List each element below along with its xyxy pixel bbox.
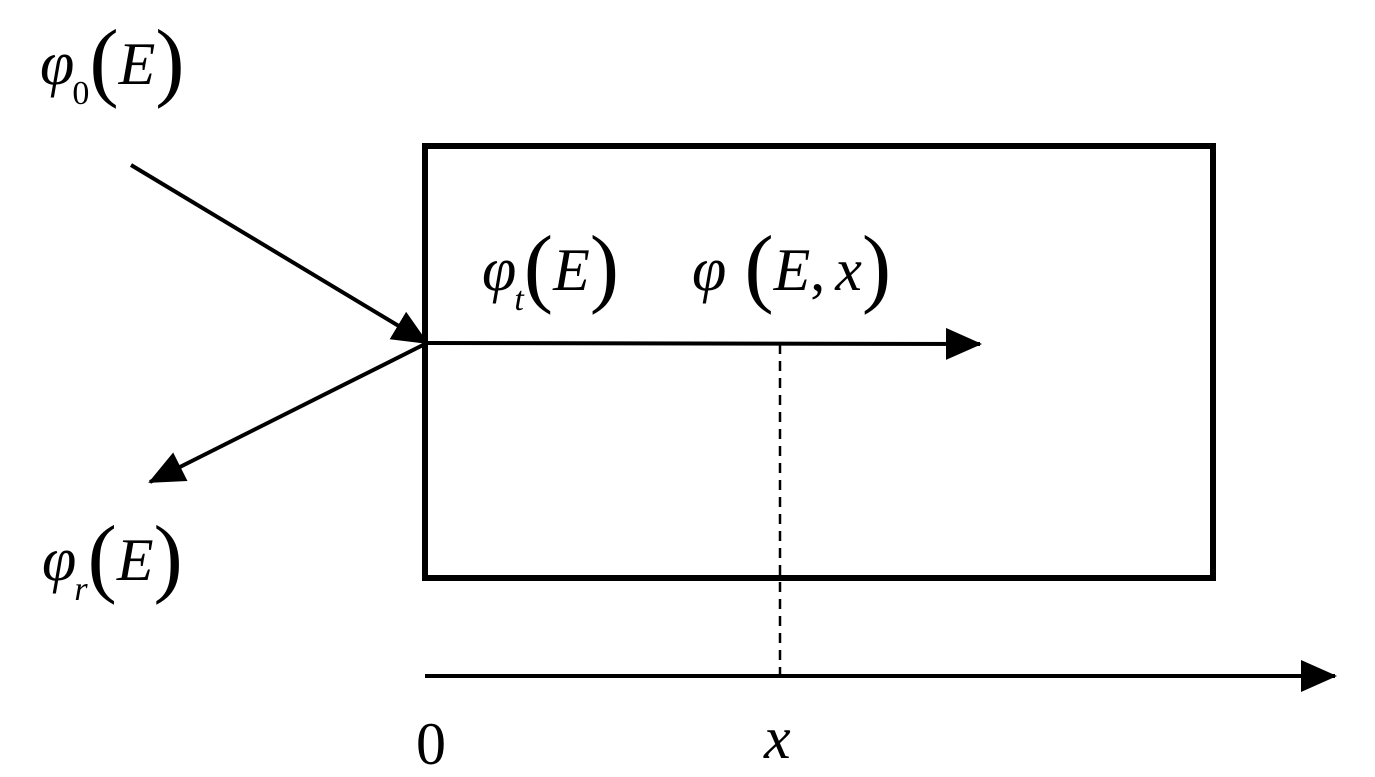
reflected-flux-subscript: r — [74, 571, 88, 608]
axis-origin-label: 0 — [416, 711, 446, 777]
transmitted-flux-open-paren: ( — [523, 219, 554, 316]
depth-flux-energy-argument: E — [773, 237, 811, 303]
incident-flux-subscript: 0 — [72, 75, 90, 112]
incident-flux-label: φ0(E) — [40, 12, 185, 111]
depth-flux-comma: , — [810, 237, 826, 303]
transmitted-ray-arrow — [426, 327, 982, 360]
transmitted-flux-argument: E — [553, 237, 590, 303]
transmitted-flux-subscript: t — [514, 281, 524, 318]
transmitted-flux-close-paren: ) — [589, 219, 620, 316]
depth-flux-symbol: φ — [692, 236, 727, 304]
incident-flux-open-paren: ( — [89, 13, 119, 110]
slab-rectangle — [422, 143, 1216, 581]
depth-flux-close-paren: ) — [861, 219, 892, 316]
reflected-flux-symbol: φ — [42, 526, 77, 594]
depth-flux-open-paren: ( — [744, 219, 774, 316]
reflected-flux-close-paren: ) — [153, 509, 183, 606]
incident-flux-argument: E — [118, 31, 156, 97]
transmitted-flux-symbol: φ — [482, 236, 517, 304]
reflected-ray-arrow — [148, 341, 428, 484]
axis-position-label: x — [764, 705, 791, 771]
depth-flux-label: φ(E,x) — [692, 218, 891, 312]
reflected-flux-label: φr(E) — [42, 508, 183, 607]
reflected-flux-argument: E — [116, 527, 154, 593]
depth-flux-position-argument: x — [835, 237, 862, 303]
incident-flux-close-paren: ) — [155, 13, 185, 110]
reflected-flux-open-paren: ( — [87, 509, 117, 606]
transmitted-flux-label: φt(E) — [482, 218, 619, 317]
incident-flux-symbol: φ — [40, 30, 75, 98]
incident-ray-arrow — [129, 163, 429, 345]
